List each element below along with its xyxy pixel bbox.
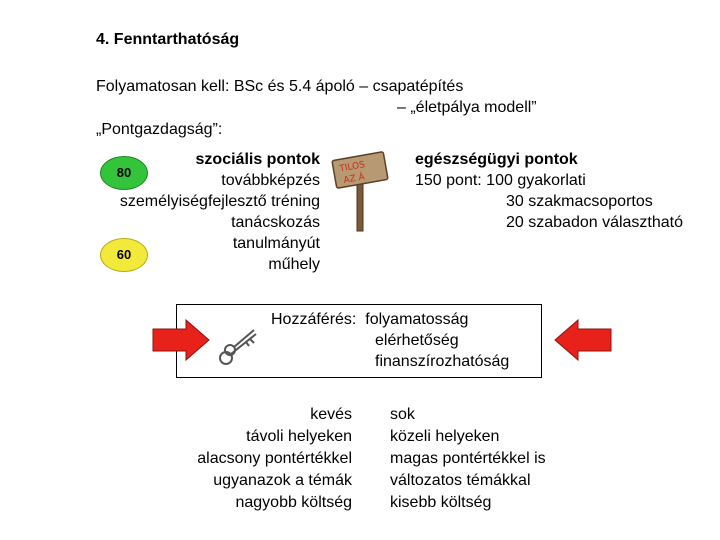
list-item: továbbképzés — [0, 170, 320, 191]
list-item: magas pontértékkel is — [390, 448, 546, 470]
access-label: Hozzáférés: — [271, 311, 356, 328]
list-item: sok — [390, 404, 546, 426]
list-item: ugyanazok a témák — [52, 470, 352, 492]
access-item: folyamatosság — [365, 311, 468, 328]
comparison-right-list: sok közeli helyeken magas pontértékkel i… — [390, 404, 546, 514]
health-line: 20 szabadon választható — [415, 212, 715, 233]
list-item: változatos témákkal — [390, 470, 546, 492]
list-item: személyiségfejlesztő tréning — [0, 191, 320, 212]
list-item: kisebb költség — [390, 492, 546, 514]
access-item: elérhetőség — [271, 330, 509, 351]
comparison-left-list: kevés távoli helyeken alacsony pontérték… — [52, 404, 352, 514]
list-item: tanácskozás — [0, 212, 320, 233]
list-item: alacsony pontértékkel — [52, 448, 352, 470]
intro-line-2: – „életpálya modell” — [397, 99, 537, 117]
health-points-heading: egészségügyi pontok — [415, 149, 715, 170]
list-item: távoli helyeken — [52, 426, 352, 448]
health-points-block: egészségügyi pontok 150 pont: 100 gyakor… — [415, 149, 715, 233]
access-text: Hozzáférés: folyamatosság elérhetőség fi… — [271, 309, 509, 372]
slide-title: 4. Fenntarthatóság — [96, 31, 239, 49]
social-points-list: szociális pontok továbbképzés személyisé… — [0, 149, 320, 275]
list-item: kevés — [52, 404, 352, 426]
list-item: nagyobb költség — [52, 492, 352, 514]
list-item: közeli helyeken — [390, 426, 546, 448]
list-item: műhely — [0, 254, 320, 275]
intro-line-3: „Pontgazdagság”: — [96, 121, 222, 139]
access-line: Hozzáférés: folyamatosság — [271, 309, 509, 330]
left-arrow-icon — [554, 319, 612, 361]
keys-icon — [216, 328, 262, 368]
health-line: 150 pont: 100 gyakorlati — [415, 170, 715, 191]
right-arrow-icon — [152, 319, 210, 361]
access-item: finanszírozhatóság — [271, 351, 509, 372]
tilos-sign-icon: TILOS AZ Á — [330, 150, 390, 232]
health-line: 30 szakmacsoportos — [415, 191, 715, 212]
intro-line-1: Folyamatosan kell: BSc és 5.4 ápoló – cs… — [96, 78, 463, 96]
social-points-heading: szociális pontok — [0, 149, 320, 170]
list-item: tanulmányút — [0, 233, 320, 254]
